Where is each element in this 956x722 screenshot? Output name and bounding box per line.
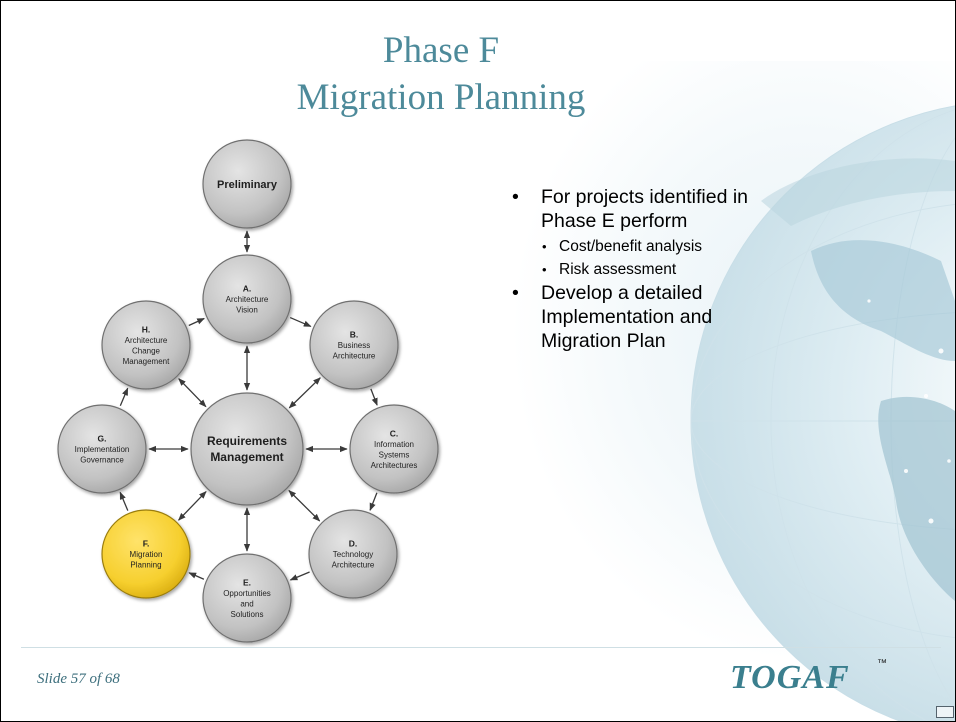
diagram-arrow — [188, 572, 205, 580]
title-line-1: Phase F — [382, 30, 500, 71]
bullet-line: For projects identified in — [541, 186, 749, 208]
bullet-dot: • — [542, 262, 547, 277]
diagram-arrow — [288, 377, 321, 409]
bullet-projects: • For projects identified in Phase E per… — [512, 185, 842, 233]
diagram-arrow — [119, 491, 129, 511]
bullet-develop: • Develop a detailed Implementation and … — [512, 281, 842, 353]
togaf-logo: TOGAF — [730, 659, 850, 696]
phase-label-line: Vision — [236, 306, 258, 315]
phase-label-line: Implementation — [75, 445, 130, 454]
bullet-text: Risk assessment — [559, 261, 677, 278]
preliminary-label: Preliminary — [217, 179, 278, 191]
phase-label-line: Systems — [379, 450, 410, 459]
diagram-arrow — [178, 490, 207, 521]
phase-letter: B. — [350, 330, 359, 340]
diagram-arrow — [178, 378, 207, 408]
phase-label-line: Management — [123, 357, 170, 366]
phase-letter: C. — [390, 428, 399, 438]
phase-label-line: Solutions — [231, 610, 264, 619]
phase-label-line: Migration — [130, 550, 163, 559]
phase-letter: G. — [98, 434, 107, 444]
center-label-line: Requirements — [207, 434, 287, 448]
bullet-text: Cost/benefit analysis — [559, 238, 703, 255]
window-corner-icon — [936, 706, 954, 718]
phase-label-line: Architecture — [125, 336, 168, 345]
preliminary-node: Preliminary — [202, 139, 292, 229]
phase-letter: F. — [143, 539, 150, 549]
diagram-arrow — [119, 387, 129, 406]
phase-label-line: Opportunities — [223, 589, 271, 598]
bullet-line: Develop a detailed — [541, 282, 703, 304]
bullet-cost-benefit: • Cost/benefit analysis — [512, 235, 842, 258]
phase-label-line: Technology — [333, 550, 373, 559]
phase-label-line: and — [240, 599, 253, 608]
phase-label-line: Change — [132, 346, 161, 355]
title-line-2: Migration Planning — [296, 77, 586, 118]
phase-label-line: Information — [374, 440, 414, 449]
bullet-line: Migration Plan — [541, 330, 666, 352]
phase-label-line: Architectures — [371, 461, 418, 470]
phase-letter: A. — [243, 284, 252, 294]
bullet-dot: • — [512, 186, 519, 208]
diagram-arrow — [288, 489, 321, 522]
footer-divider — [21, 647, 941, 648]
phase-label-line: Business — [338, 341, 370, 350]
phase-letter: D. — [349, 539, 358, 549]
phase-letter: H. — [142, 324, 151, 334]
diagram-arrow — [369, 492, 378, 511]
bullet-list: • For projects identified in Phase E per… — [512, 185, 842, 355]
bullet-risk: • Risk assessment — [512, 258, 842, 281]
center-label-line: Management — [210, 450, 283, 464]
phase-label-line: Governance — [80, 456, 124, 465]
diagram-nodes: PreliminaryRequirementsManagementA.Archi… — [57, 139, 439, 643]
bullet-dot: • — [512, 282, 519, 304]
bullet-line: Implementation and — [541, 306, 713, 328]
diagram-arrow — [289, 316, 312, 328]
phase-label-line: Architecture — [332, 561, 375, 570]
slide-number: Slide 57 of 68 — [37, 671, 120, 687]
diagram-arrow — [370, 388, 378, 406]
bullet-dot: • — [542, 239, 547, 254]
trademark-symbol: ™ — [877, 658, 887, 669]
slide-title: Phase F Migration Planning — [201, 27, 681, 121]
bullet-line: Phase E perform — [541, 210, 688, 232]
phase-label-line: Planning — [130, 561, 161, 570]
phase-letter: E. — [243, 577, 251, 587]
diagram-arrows — [119, 230, 378, 581]
diagram-arrow — [289, 571, 310, 581]
diagram-arrow — [188, 317, 205, 327]
phase-label-line: Architecture — [333, 352, 376, 361]
phase-label-line: Architecture — [226, 295, 269, 304]
